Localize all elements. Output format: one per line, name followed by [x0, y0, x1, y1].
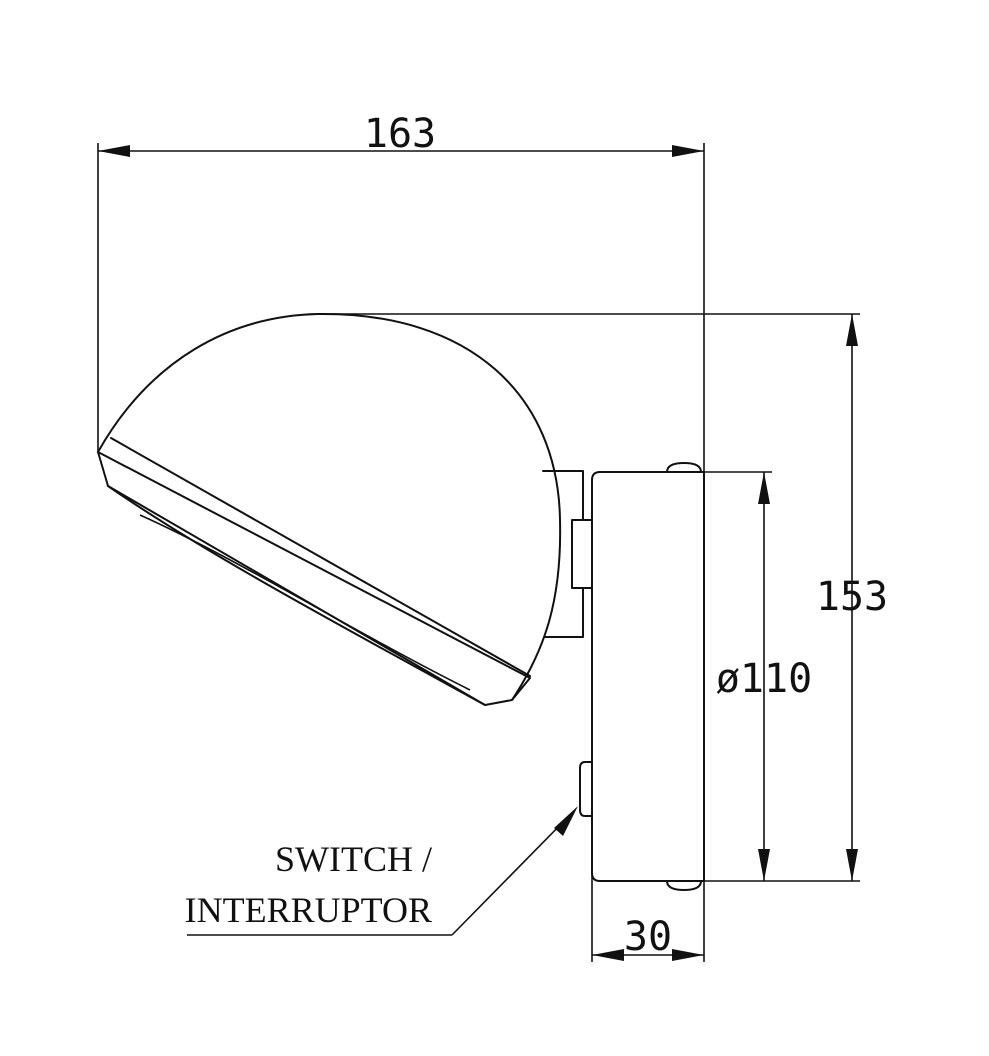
- callout-line1: SWITCH /: [275, 839, 432, 879]
- lamp-head: [97, 312, 562, 706]
- bottom-screw-icon: [666, 880, 702, 891]
- arrow-right-icon: [672, 949, 704, 961]
- height-label: 153: [816, 574, 888, 620]
- callout-line2: INTERRUPTOR: [185, 890, 432, 930]
- width-label: 163: [364, 111, 436, 157]
- callout-arrow-icon: [554, 806, 578, 836]
- bracket-plate: [542, 470, 584, 638]
- arrow-left-icon: [592, 949, 624, 961]
- arrow-right-icon: [672, 145, 704, 157]
- arrow-left-icon: [98, 145, 130, 157]
- arrow-up-icon: [846, 314, 858, 346]
- diameter-dimension: ø110: [704, 471, 812, 881]
- diameter-label: ø110: [716, 656, 812, 702]
- base-body: [591, 471, 705, 882]
- lens-underside: [107, 485, 486, 706]
- top-screw-icon: [666, 462, 702, 473]
- bracket-hinge: [571, 519, 593, 589]
- mount-bracket: [542, 470, 593, 638]
- arrow-down-icon: [758, 849, 770, 881]
- wall-base: [579, 462, 705, 891]
- dome-outline: [97, 312, 562, 701]
- bezel-inner-line: [110, 437, 531, 677]
- switch-icon: [579, 761, 593, 817]
- arrow-down-icon: [846, 849, 858, 881]
- lens-bezel: [97, 451, 531, 706]
- lens-underside-inner: [139, 514, 471, 691]
- depth-label: 30: [624, 914, 672, 960]
- depth-dimension: 30: [591, 873, 704, 962]
- callout-leader: [451, 814, 571, 936]
- arrow-up-icon: [758, 472, 770, 504]
- height-dimension: 153: [318, 313, 888, 882]
- width-dimension: 163: [97, 111, 705, 962]
- switch-callout: SWITCH / INTERRUPTOR: [185, 806, 578, 936]
